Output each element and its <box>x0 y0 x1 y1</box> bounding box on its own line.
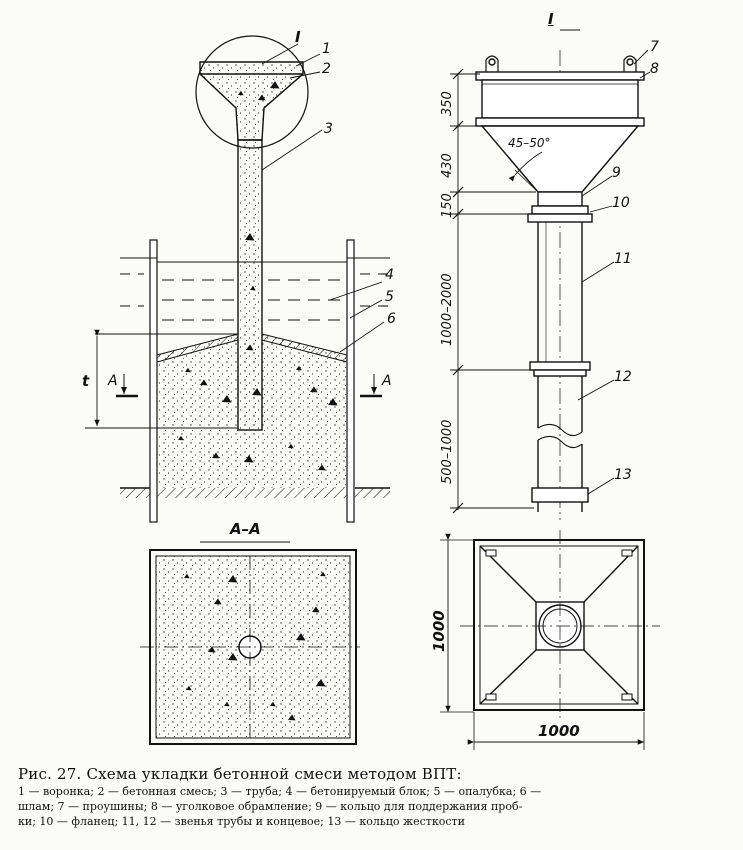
label-t: t <box>82 372 90 390</box>
aggregate-mark <box>222 395 232 403</box>
dim-350: 350 <box>440 91 455 116</box>
dim-1000-horizontal: 1000 <box>538 722 580 740</box>
aggregate-mark <box>200 379 208 386</box>
dim-1000-2000: 1000–2000 <box>440 273 455 346</box>
figure-caption: Рис. 27. Схема укладки бетонной смеси ме… <box>18 764 736 829</box>
caption-legend-line-3: ки; 10 — фланец; 11, 12 — звенья трубы и… <box>18 815 465 828</box>
caption-legend-line-2: шлам; 7 — проушины; 8 — уголковое обрамл… <box>18 800 523 813</box>
vpt-diagram <box>85 29 660 750</box>
aggregate-mark <box>244 455 254 463</box>
caption-legend-line-1: 1 — воронка; 2 — бетонная смесь; 3 — тру… <box>18 785 542 798</box>
aggregate-mark <box>258 94 266 101</box>
label-4: 4 <box>385 267 394 283</box>
aggregate-mark <box>296 365 302 371</box>
label-9: 9 <box>612 165 621 181</box>
section-a-a-title: A–A <box>230 520 261 538</box>
dim-500-1000: 500–1000 <box>440 419 455 484</box>
aggregate-mark <box>185 367 191 373</box>
aggregate-mark <box>178 435 184 441</box>
aggregate-mark <box>212 452 220 459</box>
funnel-plan-view <box>440 530 660 750</box>
dim-150: 150 <box>440 193 455 218</box>
aggregate-mark <box>310 386 318 393</box>
aggregate-mark <box>252 388 262 396</box>
aggregate-mark <box>270 81 280 89</box>
label-2: 2 <box>322 61 331 77</box>
angle-label: 45–50° <box>508 136 551 150</box>
section-a-a <box>140 541 360 745</box>
label-13: 13 <box>614 467 632 483</box>
label-10: 10 <box>612 195 630 211</box>
label-11: 11 <box>614 251 632 267</box>
detail-i-title: I <box>548 10 554 28</box>
aggregate-mark <box>245 233 255 241</box>
aggregate-mark <box>328 398 338 406</box>
aggregate-mark <box>246 344 254 351</box>
right-elevation-view <box>450 29 651 520</box>
label-3: 3 <box>324 121 333 137</box>
aggregate-mark <box>250 285 256 291</box>
section-mark-right: A <box>382 373 392 389</box>
label-12: 12 <box>614 369 632 385</box>
label-1: 1 <box>322 41 331 57</box>
caption-title: Рис. 27. Схема укладки бетонной смеси ме… <box>18 765 462 783</box>
detail-i-label: I <box>295 28 301 46</box>
label-6: 6 <box>387 311 396 327</box>
aggregate-mark <box>318 464 326 471</box>
label-7: 7 <box>650 39 659 55</box>
section-mark-left: A <box>108 373 118 389</box>
label-8: 8 <box>650 61 659 77</box>
dim-1000-vertical: 1000 <box>430 610 448 652</box>
dim-430: 430 <box>440 153 455 178</box>
aggregate-mark <box>238 90 244 96</box>
label-5: 5 <box>385 289 394 305</box>
aggregate-mark <box>288 443 294 449</box>
left-elevation-view <box>85 35 390 523</box>
